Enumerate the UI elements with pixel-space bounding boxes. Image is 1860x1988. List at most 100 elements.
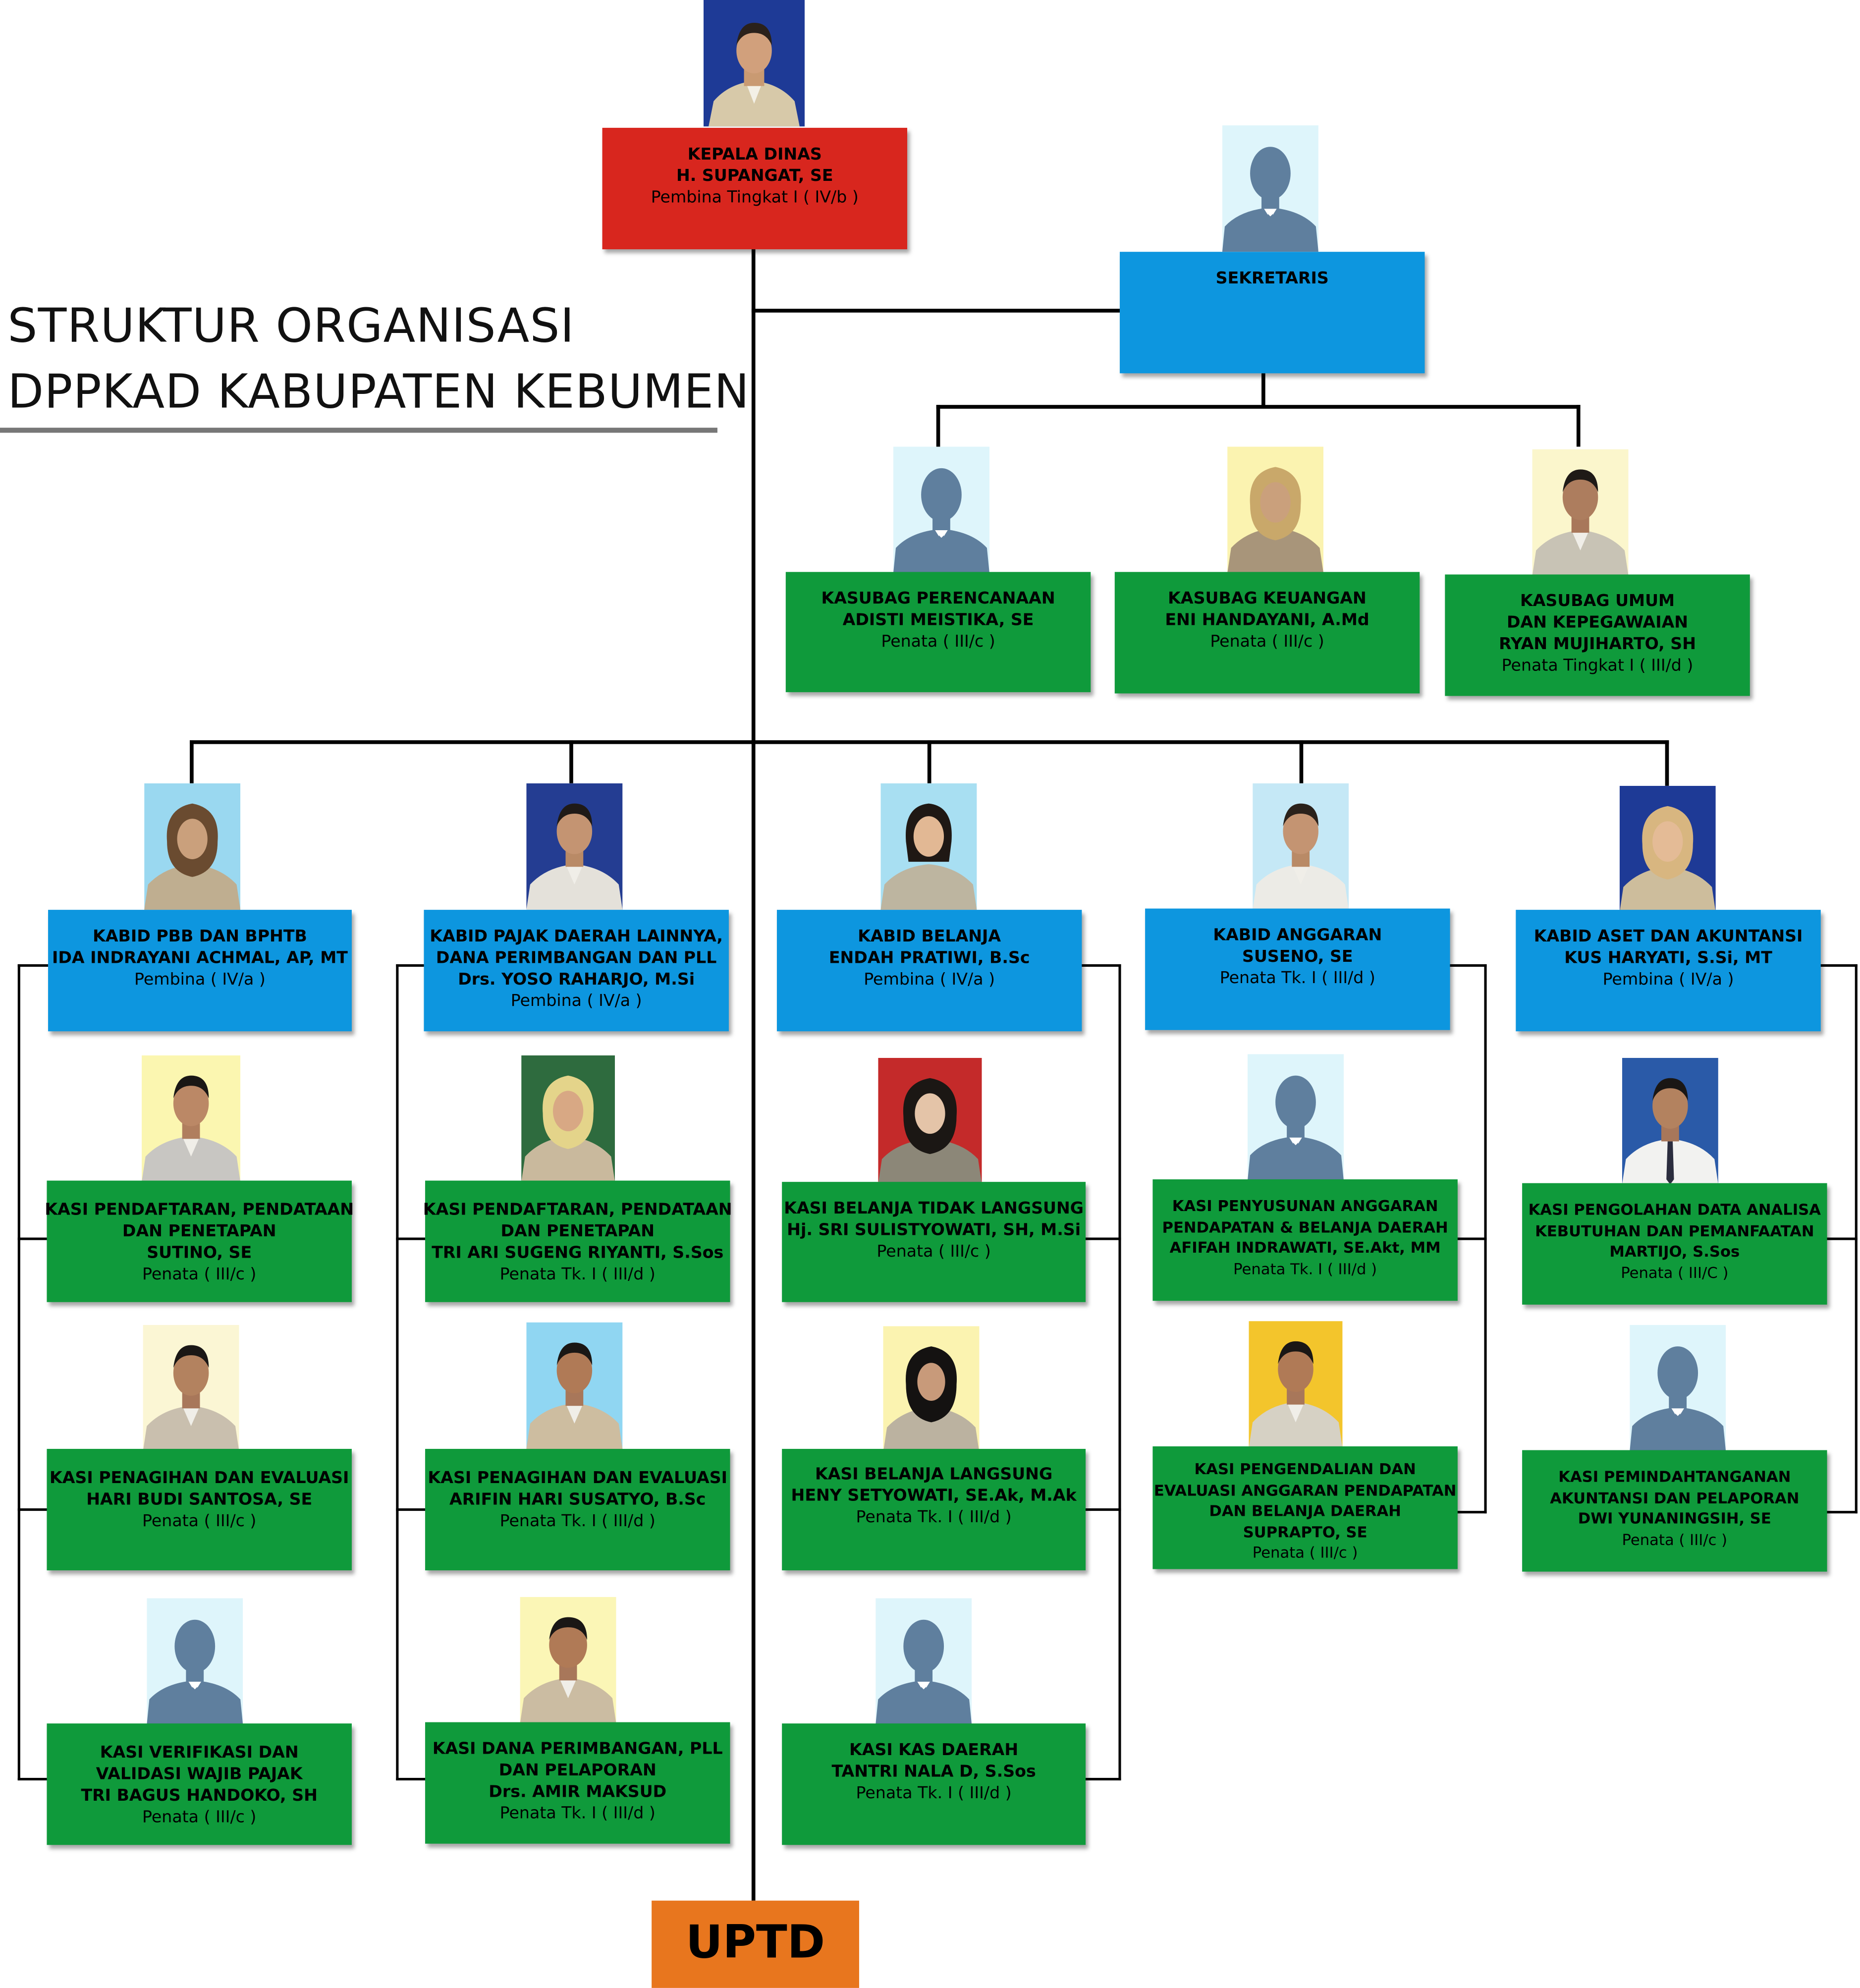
connector-line <box>17 964 49 967</box>
kasi-rank: Penata Tk. I ( III/d ) <box>1233 1260 1377 1277</box>
kasi-line: HENY SETYOWATI, SE.Ak, M.Ak <box>791 1487 1077 1506</box>
kasi-sri-photo <box>878 1057 982 1185</box>
kabid-line: Drs. YOSO RAHARJO, M.Si <box>458 970 695 990</box>
kasi-martijo-photo <box>1622 1057 1718 1185</box>
kasi-line: SUPRAPTO, SE <box>1243 1523 1368 1541</box>
kasi-line: KASI PENAGIHAN DAN EVALUASI <box>428 1469 727 1489</box>
kasi-line: SUTINO, SE <box>147 1244 252 1263</box>
connector-line <box>17 1777 49 1781</box>
kasi-line: Hj. SRI SULISTYOWATI, SH, M.Si <box>787 1221 1081 1240</box>
connector-line <box>927 740 931 783</box>
kasi-box: KASI BELANJA LANGSUNG HENY SETYOWATI, SE… <box>782 1448 1086 1571</box>
kasi-rank: Penata ( III/c ) <box>876 1242 991 1262</box>
kasi-line: DAN BELANJA DAERAH <box>1209 1502 1401 1520</box>
kasi-line: KASI BELANJA LANGSUNG <box>815 1465 1053 1485</box>
connector-line <box>396 964 424 967</box>
page-title-line-2: DPPKAD KABUPATEN KEBUMEN <box>7 364 750 419</box>
kasi-box: KASI PENDAFTARAN, PENDATAAN DAN PENETAPA… <box>423 1180 732 1302</box>
connector-line <box>1084 1777 1121 1781</box>
kasi-rank: Penata ( III/c ) <box>142 1512 257 1531</box>
kabid-aset-box: KABID ASET DAN AKUNTANSI KUS HARYATI, S.… <box>1516 910 1821 1032</box>
kasi-line: KASI PENAGIHAN DAN EVALUASI <box>49 1469 349 1489</box>
connector-line <box>936 405 940 447</box>
connector-line <box>936 405 1581 409</box>
kasi-line: VALIDASI WAJIB PAJAK <box>96 1765 303 1784</box>
connector-line <box>1825 1511 1858 1514</box>
kabid-anggaran-photo <box>1253 783 1349 910</box>
connector-line <box>1456 1237 1487 1240</box>
kasi-box: KASI PENYUSUNAN ANGGARAN PENDAPATAN & BE… <box>1152 1179 1458 1301</box>
kasi-line: DAN PELAPORAN <box>498 1761 656 1781</box>
kasi-rank: Penata ( III/c ) <box>142 1808 257 1827</box>
kasi-tantri-photo <box>875 1598 972 1725</box>
connector-line <box>396 1508 426 1511</box>
sekretaris-title: SEKRETARIS <box>1215 269 1329 289</box>
kasi-line: AKUNTANSI DAN PELAPORAN <box>1550 1489 1800 1507</box>
kasi-box: KASI PENGOLAHAN DATA ANALISA KEBUTUHAN D… <box>1522 1183 1827 1305</box>
kabid-rank: Pembina ( IV/a ) <box>510 992 642 1011</box>
connector-line <box>751 309 1120 313</box>
page-title-line-1: STRUKTUR ORGANISASI <box>7 298 575 353</box>
kasubag-perencanaan-box: KASUBAG PERENCANAAN ADISTI MEISTIKA, SE … <box>785 572 1091 692</box>
kasi-line: HARI BUDI SANTOSA, SE <box>86 1491 313 1510</box>
kabid-pajak-photo <box>526 783 623 910</box>
kepala-dinas-box: KEPALA DINAS H. SUPANGAT, SE Pembina Tin… <box>602 127 908 250</box>
kasi-line: KASI PENGOLAHAN DATA ANALISA <box>1528 1201 1821 1219</box>
kasi-rank: Penata Tk. I ( III/d ) <box>856 1784 1012 1804</box>
kasi-rank: Penata ( III/C ) <box>1621 1263 1729 1281</box>
kasi-rank: Penata Tk. I ( III/d ) <box>499 1265 656 1285</box>
kasi-line: KASI PEMINDAHTANGANAN <box>1558 1468 1791 1486</box>
connector-line <box>751 249 756 1901</box>
kasi-box: KASI PENAGIHAN DAN EVALUASI HARI BUDI SA… <box>47 1448 352 1571</box>
kasubag-perencanaan-photo <box>893 446 989 573</box>
connector-line <box>1084 1237 1121 1240</box>
kabid-rank: Penata Tk. I ( III/d ) <box>1219 969 1375 989</box>
kasi-afifah-photo <box>1247 1054 1344 1181</box>
kabid-line: KABID ASET DAN AKUNTANSI <box>1533 927 1803 947</box>
kasi-line: ARIFIN HARI SUSATYO, B.Sc <box>449 1491 706 1510</box>
kasi-line: KASI BELANJA TIDAK LANGSUNG <box>784 1199 1084 1219</box>
kabid-line: KABID BELANJA <box>858 927 1001 947</box>
kabid-belanja-box: KABID BELANJA ENDAH PRATIWI, B.Sc Pembin… <box>776 910 1082 1032</box>
kasi-tri-bagus-photo <box>147 1598 243 1725</box>
kasi-box: KASI BELANJA TIDAK LANGSUNG Hj. SRI SULI… <box>782 1182 1086 1302</box>
connector-line <box>1299 740 1304 783</box>
connector-line <box>1118 964 1121 1781</box>
kepala-title: KEPALA DINAS <box>687 145 822 165</box>
connector-line <box>1261 373 1265 408</box>
kabid-line: SUSENO, SE <box>1242 947 1353 967</box>
connector-line <box>17 1508 49 1511</box>
kasi-line: TRI BAGUS HANDOKO, SH <box>81 1786 318 1806</box>
connector-line <box>569 740 573 783</box>
kasi-amir-photo <box>520 1597 616 1724</box>
connector-line <box>17 1237 49 1240</box>
kasi-box: KASI PENAGIHAN DAN EVALUASI ARIFIN HARI … <box>425 1448 730 1571</box>
kasi-line: AFIFAH INDRAWATI, SE.Akt, MM <box>1169 1239 1441 1257</box>
connector-line <box>1576 405 1581 447</box>
kasubag-umum-photo <box>1532 449 1629 576</box>
connector-line <box>396 1777 426 1781</box>
kasubag-rank: Penata Tingkat I ( III/d ) <box>1501 657 1694 676</box>
kasi-dwi-photo <box>1630 1325 1726 1452</box>
kasubag-line: KASUBAG KEUANGAN <box>1168 590 1367 609</box>
kasi-sutino-photo <box>142 1055 241 1182</box>
kepala-rank: Pembina Tingkat I ( IV/b ) <box>651 188 859 208</box>
kasi-line: KASI PENYUSUNAN ANGGARAN <box>1172 1197 1438 1215</box>
kasi-rank: Penata ( III/c ) <box>142 1265 257 1285</box>
kasi-box: KASI KAS DAERAH TANTRI NALA D, S.Sos Pen… <box>782 1723 1086 1845</box>
kabid-pbb-box: KABID PBB DAN BPHTB IDA INDRAYANI ACHMAL… <box>48 910 352 1032</box>
kepala-photo <box>703 0 805 127</box>
kabid-line: DANA PERIMBANGAN DAN PLL <box>436 949 717 968</box>
kasi-line: PENDAPATAN & BELANJA DAERAH <box>1162 1217 1448 1236</box>
kasi-arifin-photo <box>526 1322 623 1449</box>
page-title: STRUKTUR ORGANISASI DPPKAD KABUPATEN KEB… <box>7 293 750 425</box>
connector-line <box>396 1237 426 1240</box>
kasi-line: DWI YUNANINGSIH, SE <box>1578 1509 1771 1528</box>
kasubag-keuangan-box: KASUBAG KEUANGAN ENI HANDAYANI, A.Md Pen… <box>1114 572 1420 694</box>
kasubag-line: KASUBAG UMUM <box>1520 592 1675 611</box>
kasi-rank: Penata ( III/c ) <box>1622 1530 1728 1548</box>
kabid-pajak-box: KABID PAJAK DAERAH LAINNYA, DANA PERIMBA… <box>424 910 729 1032</box>
connector-line <box>1665 740 1669 786</box>
kasubag-line: RYAN MUJIHARTO, SH <box>1499 635 1696 655</box>
kasi-line: EVALUASI ANGGARAN PENDAPATAN <box>1153 1481 1457 1499</box>
